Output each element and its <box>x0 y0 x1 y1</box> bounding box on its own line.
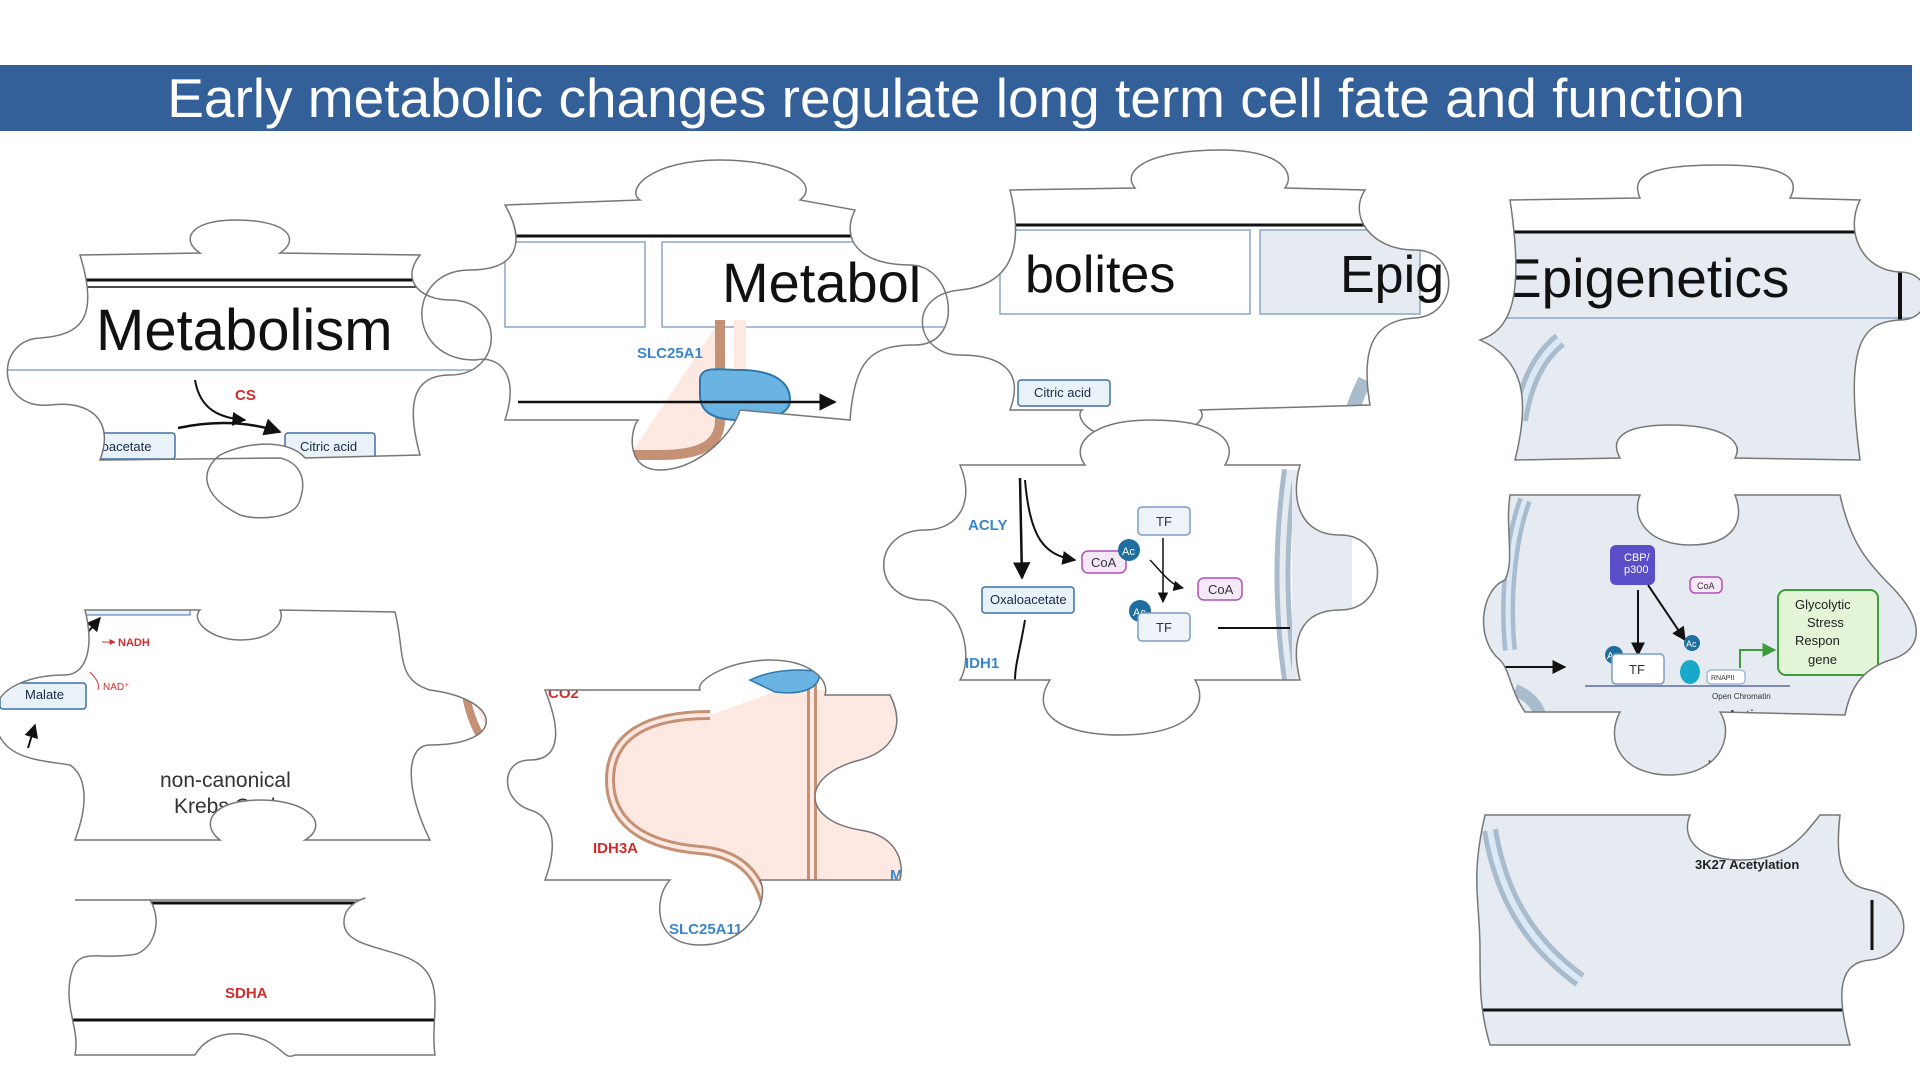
puzzle-piece-sdha: SDHA <box>68 897 436 1057</box>
coa-chip-nucleus: CoA <box>1697 581 1715 591</box>
active-partial-label: Active <box>1688 809 1732 826</box>
coa-chip: CoA <box>1704 455 1724 466</box>
malate-box: Malate <box>25 687 64 702</box>
gene-box-line4: gene <box>1808 652 1837 667</box>
puzzle-piece-mitochondria: CO2 IDH3A SLC25A11 M A <box>506 659 909 946</box>
puzzle-piece-nucleus: CBP/p300 CoA Ac TF Ac RNAPII Open Chroma… <box>1482 494 1917 776</box>
puzzle-piece-krebs-cycle: NADH NAD⁺ Malate A non-canonical Krebs C… <box>0 609 487 841</box>
puzzle-piece-acly-pathway: ACLY CoA Ac TF CoA Ac TF Oxaloacetate ID… <box>883 419 1379 736</box>
open-chromatin-label: Open Chromatin <box>1712 692 1771 701</box>
slide-title: Early metabolic changes regulate long te… <box>167 67 1745 129</box>
citric-acid-box: Citric acid <box>300 439 357 454</box>
cbp-label: CBP/p300 <box>1624 552 1651 576</box>
metabolism-header-2: Metabol <box>722 251 921 314</box>
slc25a1-label: SLC25A1 <box>637 345 703 362</box>
acetyl-badge-a: Ac <box>1122 546 1135 558</box>
cs-enzyme-label: CS <box>235 387 256 404</box>
acly-label: ACLY <box>968 517 1007 534</box>
epigenetics-header-partial: Epig <box>1340 246 1444 304</box>
coa-chip-b: CoA <box>1208 582 1234 597</box>
gene-box-line1: Glycolytic <box>1795 597 1851 612</box>
acetyl-badge-nucleosome: Ac <box>1686 639 1697 649</box>
h3-partial-label: H3 <box>1708 759 1722 771</box>
cycle-label-line2: Krebs Cycle <box>174 795 287 818</box>
idh3a-label: IDH3A <box>593 840 638 857</box>
coa-chip-a: CoA <box>1091 555 1117 570</box>
idh1-label: IDH1 <box>965 655 999 672</box>
m-partial-label: M <box>890 867 903 884</box>
epigenetics-header: Epigenetics <box>1505 247 1789 309</box>
sdha-label: SDHA <box>225 985 268 1002</box>
puzzle-piece-h3k27: Active 3K27 Acetylation <box>1475 809 1905 1046</box>
title-bar <box>0 65 1912 131</box>
active-label: Active <box>1727 708 1771 725</box>
oxaloacetate-box: xaloacetate <box>85 439 152 454</box>
citric-acid-box-2: Citric acid <box>1034 385 1091 400</box>
gene-box-line2: Stress <box>1807 615 1844 630</box>
metabolites-header: bolites <box>1025 246 1175 304</box>
h3k27-acetylation-label: 3K27 Acetylation <box>1695 857 1799 872</box>
puzzle-piece-epigenetics: Epigenetics CoA <box>1477 164 1920 466</box>
metabolism-header: Metabolism <box>96 298 393 363</box>
acly-partial-label: A <box>400 625 411 642</box>
rnapii-label: RNAPII <box>1711 675 1734 682</box>
cycle-label-line1: non-canonical <box>160 769 291 792</box>
nad-label: NAD⁺ <box>103 682 129 693</box>
tf-box-top: TF <box>1156 514 1172 529</box>
a-partial-label: A <box>898 727 909 744</box>
puzzle-piece-metabolites-epigenetics: bolites Epig Citric acid <box>921 149 1450 441</box>
nadh-label: NADH <box>118 637 150 649</box>
puzzle-piece-metabolism-2: Metabol SLC25A1 <box>421 159 949 471</box>
puzzle-piece-metabolism-1: Metabolism CS xaloacetate Citric acid <box>6 219 492 519</box>
tf-box-nucleus: TF <box>1629 662 1645 677</box>
slc25a11-label: SLC25A11 <box>669 921 742 938</box>
oxaloacetate-box-2: Oxaloacetate <box>990 592 1067 607</box>
gene-box-line3: Respon <box>1795 633 1840 648</box>
tf-box-bottom: TF <box>1156 620 1172 635</box>
co2-label: CO2 <box>548 685 579 702</box>
